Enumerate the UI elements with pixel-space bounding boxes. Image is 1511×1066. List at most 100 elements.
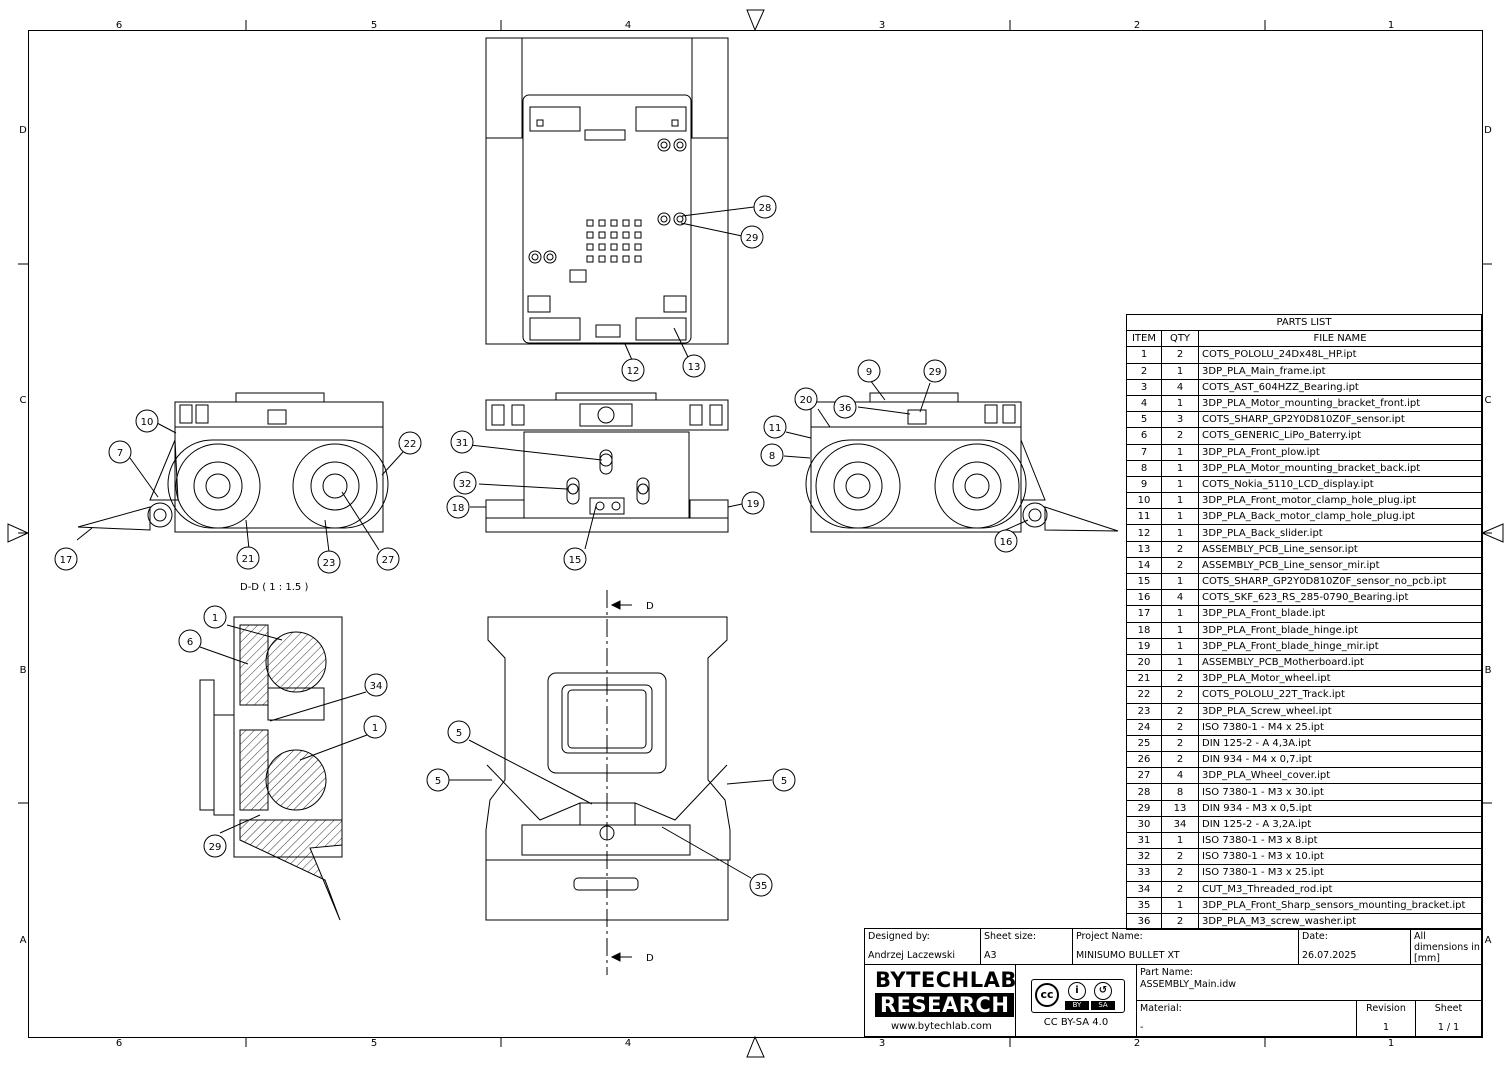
balloon: 5 <box>426 768 450 792</box>
parts-item-cell: 29 <box>1126 799 1162 817</box>
balloon: 35 <box>749 873 773 897</box>
parts-qty-cell: 2 <box>1161 686 1199 704</box>
by-label: BY <box>1065 1001 1089 1010</box>
parts-file-cell: 3DP_PLA_Front_blade_hinge_mir.ipt <box>1198 637 1482 655</box>
zone-col-label: 3 <box>879 1038 885 1049</box>
balloon: 12 <box>621 358 645 382</box>
svg-text:22: 22 <box>404 439 417 450</box>
right-side-view <box>805 392 1119 533</box>
parts-qty-cell: 1 <box>1161 508 1199 526</box>
parts-qty-cell: 1 <box>1161 475 1199 494</box>
balloon: 19 <box>741 491 765 515</box>
parts-item-cell: 18 <box>1126 621 1162 639</box>
parts-file-cell: 3DP_PLA_Back_motor_clamp_hole_plug.ipt <box>1198 508 1482 526</box>
parts-file-cell: ISO 7380-1 - M3 x 8.ipt <box>1198 831 1482 850</box>
parts-qty-cell: 2 <box>1161 670 1199 688</box>
parts-qty-cell: 1 <box>1161 572 1199 591</box>
svg-text:29: 29 <box>929 367 942 378</box>
designed-by-label: Designed by: <box>868 931 930 942</box>
parts-file-cell: DIN 125-2 - A 4,3A.ipt <box>1198 734 1482 753</box>
parts-item-cell: 19 <box>1126 637 1162 655</box>
zone-row-label: B <box>20 665 27 676</box>
pcb-pad <box>634 219 642 227</box>
parts-qty-cell: 1 <box>1161 524 1199 542</box>
balloon: 29 <box>740 225 764 249</box>
parts-file-cell: 3DP_PLA_Back_slider.ipt <box>1198 524 1482 542</box>
parts-item-cell: 16 <box>1126 589 1162 607</box>
svg-text:7: 7 <box>117 448 123 459</box>
zone-col-label: 2 <box>1134 1038 1140 1049</box>
svg-text:10: 10 <box>141 417 154 428</box>
parts-item-cell: 21 <box>1126 670 1162 688</box>
designed-by-cell: Designed by: Andrzej Laczewski <box>864 928 981 965</box>
parts-file-cell: 3DP_PLA_Screw_wheel.ipt <box>1198 702 1482 720</box>
zone-col-label: 5 <box>371 1038 377 1049</box>
svg-text:16: 16 <box>1000 537 1013 548</box>
zone-row-label: D <box>1484 125 1492 136</box>
balloon: 9 <box>857 359 881 383</box>
parts-qty-cell: 1 <box>1161 394 1199 413</box>
svg-text:5: 5 <box>781 776 787 787</box>
parts-file-cell: 3DP_PLA_Front_Sharp_sensors_mounting_bra… <box>1198 896 1482 914</box>
parts-item-cell: 14 <box>1126 556 1162 575</box>
svg-text:19: 19 <box>747 499 760 510</box>
parts-file-cell: ISO 7380-1 - M3 x 10.ipt <box>1198 848 1482 866</box>
parts-qty-cell: 2 <box>1161 346 1199 364</box>
pcb-pad <box>610 255 618 263</box>
website-link[interactable]: www.bytechlab.com <box>891 1021 992 1032</box>
parts-qty-cell: 34 <box>1161 815 1199 834</box>
date-label: Date: <box>1302 931 1328 942</box>
parts-item-cell: 10 <box>1126 492 1162 510</box>
svg-text:18: 18 <box>452 503 465 514</box>
left-side-view <box>77 392 389 533</box>
zone-col-label: 4 <box>625 20 631 31</box>
pcb-pad <box>598 255 606 263</box>
parts-file-cell: ISO 7380-1 - M3 x 25.ipt <box>1198 864 1482 882</box>
balloon: 7 <box>108 440 132 464</box>
balloon: 31 <box>450 430 474 454</box>
sheet-cell: Sheet 1 / 1 <box>1415 1000 1482 1037</box>
pcb-pad <box>586 243 594 251</box>
balloon: 15 <box>563 547 587 571</box>
svg-text:20: 20 <box>800 395 813 406</box>
revision-value: 1 <box>1382 1022 1390 1033</box>
parts-item-cell: 17 <box>1126 605 1162 623</box>
pcb-pad <box>610 231 618 239</box>
zone-row-label: D <box>19 125 27 136</box>
parts-qty-cell: 1 <box>1161 621 1199 639</box>
by-icon: i <box>1068 982 1086 1000</box>
parts-file-cell: DIN 934 - M3 x 0,5.ipt <box>1198 799 1482 817</box>
zone-col-label: 4 <box>625 1038 631 1049</box>
section-label: D-D ( 1 : 1.5 ) <box>240 582 308 593</box>
parts-item-cell: 32 <box>1126 848 1162 866</box>
dims-note-cell: All dimensions in [mm] <box>1410 928 1482 965</box>
title-block: Designed by: Andrzej Laczewski Sheet siz… <box>864 928 1482 1037</box>
part-name-cell: Part Name: ASSEMBLY_Main.idw <box>1136 964 1482 1001</box>
parts-qty-cell: 4 <box>1161 767 1199 785</box>
svg-text:32: 32 <box>459 479 472 490</box>
pcb-pad <box>634 231 642 239</box>
designer-name: Andrzej Laczewski <box>868 950 955 961</box>
cc-icon: cc <box>1035 983 1059 1007</box>
pcb-pad <box>586 231 594 239</box>
parts-file-cell: COTS_Nokia_5110_LCD_display.ipt <box>1198 475 1482 494</box>
project-value: MINISUMO BULLET XT <box>1076 950 1180 961</box>
revision-label: Revision <box>1366 1003 1406 1014</box>
section-view <box>199 616 343 921</box>
balloon: 8 <box>760 443 784 467</box>
cc-license-badge: cc i ↺ BY SA <box>1031 979 1125 1013</box>
pcb-pad <box>598 243 606 251</box>
balloon: 11 <box>763 415 787 439</box>
svg-text:8: 8 <box>769 451 775 462</box>
pcb-pad <box>598 219 606 227</box>
